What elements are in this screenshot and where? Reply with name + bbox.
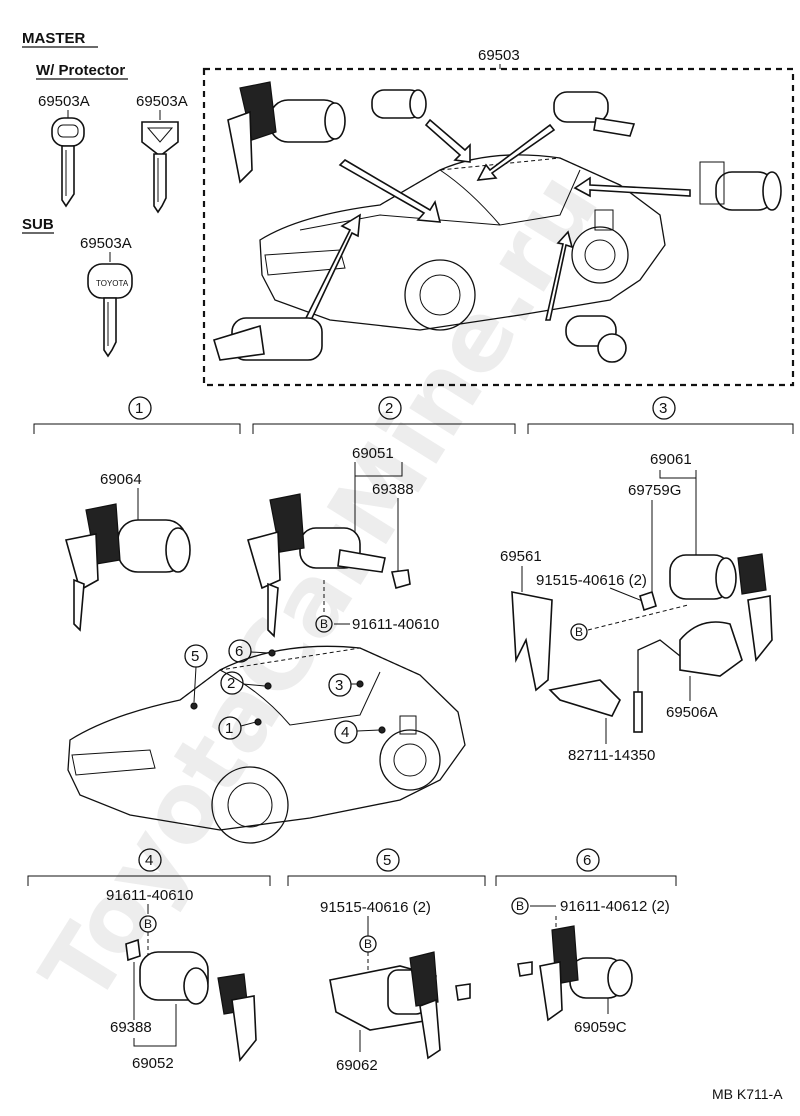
part-69561: 69561 <box>500 548 542 565</box>
svg-text:5: 5 <box>191 648 199 665</box>
section-2-header: 2 <box>252 396 516 434</box>
bolt-b-mark-s3: B <box>570 623 588 641</box>
s5-lock-cylinder-icon <box>329 951 471 1060</box>
svg-text:B: B <box>364 937 372 951</box>
svg-text:6: 6 <box>235 643 243 660</box>
s3-lock-cylinder-icon <box>639 553 773 662</box>
svg-text:B: B <box>516 899 524 913</box>
box-label-69503: 69503 <box>478 47 520 64</box>
car-illustration-middle <box>67 645 466 844</box>
svg-text:1: 1 <box>135 400 143 417</box>
bolt-91611-40610-s4: 91611-40610 <box>106 887 193 904</box>
master-key-1-icon <box>51 110 85 208</box>
master-key-1-label: 69503A <box>38 93 90 110</box>
callout-3: 3 <box>328 673 358 697</box>
bolt-91515-40616-s3: 91515-40616 (2) <box>536 572 647 589</box>
s3-rod-and-bracket-icon <box>511 591 743 733</box>
svg-text:B: B <box>144 917 152 931</box>
svg-text:1: 1 <box>225 720 233 737</box>
svg-text:4: 4 <box>341 724 349 741</box>
set-box <box>202 67 795 387</box>
sub-heading: SUB <box>22 216 54 233</box>
svg-text:2: 2 <box>227 675 235 692</box>
section-6-header: 6 <box>495 848 677 886</box>
callout-4: 4 <box>334 720 381 744</box>
bolt-b-mark-s5: B <box>359 935 377 953</box>
svg-text:3: 3 <box>659 400 667 417</box>
bolt-91611-40610-s2: 91611-40610 <box>352 616 439 633</box>
part-69061: 69061 <box>650 451 692 468</box>
svg-text:5: 5 <box>383 852 391 869</box>
callout-6: 6 <box>228 639 270 663</box>
diagram-code: MB K711-A <box>712 1086 783 1102</box>
part-82711-14350: 82711-14350 <box>568 747 655 764</box>
part-69506A: 69506A <box>666 704 718 721</box>
master-key-2-label: 69503A <box>136 93 188 110</box>
callout-5: 5 <box>184 644 208 703</box>
part-69062: 69062 <box>336 1057 378 1074</box>
bolt-b-mark-s2: B <box>315 615 333 633</box>
part-69759G: 69759G <box>628 482 681 499</box>
section-5-header: 5 <box>287 848 486 886</box>
svg-text:2: 2 <box>385 400 393 417</box>
s6-lock-cylinder-icon <box>517 925 633 1022</box>
master-heading: MASTER <box>22 30 86 47</box>
part-69059C: 69059C <box>574 1019 627 1036</box>
section-3-header: 3 <box>527 396 794 434</box>
bolt-b-mark-s6: B <box>511 897 529 915</box>
s4-lock-cylinder-icon <box>125 938 257 1062</box>
svg-text:4: 4 <box>145 852 153 869</box>
part-69051: 69051 <box>352 445 394 462</box>
bolt-91515-40616-s5: 91515-40616 (2) <box>320 899 431 916</box>
part-69388-b: 69388 <box>110 1019 152 1036</box>
s1-lock-cylinder-icon <box>64 503 191 632</box>
sub-key-icon: TOYOTA <box>87 252 133 358</box>
section-4-header: 4 <box>27 848 271 886</box>
callout-2: 2 <box>220 671 266 695</box>
part-69052: 69052 <box>132 1055 174 1072</box>
pointer-arrows <box>298 118 691 335</box>
part-69388-a: 69388 <box>372 481 414 498</box>
sub-key-label: 69503A <box>80 235 132 252</box>
svg-text:3: 3 <box>335 677 343 694</box>
svg-text:TOYOTA: TOYOTA <box>96 279 129 288</box>
w-protector-heading: W/ Protector <box>36 62 125 79</box>
callout-1: 1 <box>218 716 257 740</box>
section-1-header: 1 <box>33 396 241 434</box>
svg-text:6: 6 <box>583 852 591 869</box>
svg-text:B: B <box>575 625 583 639</box>
lock-cylinder-icons-top <box>213 81 782 363</box>
svg-text:B: B <box>320 617 328 631</box>
s2-lock-cylinder-icon <box>247 493 411 638</box>
master-key-2-icon <box>141 110 179 214</box>
part-69064: 69064 <box>100 471 142 488</box>
bolt-91611-40612-s6: 91611-40612 (2) <box>560 898 670 915</box>
